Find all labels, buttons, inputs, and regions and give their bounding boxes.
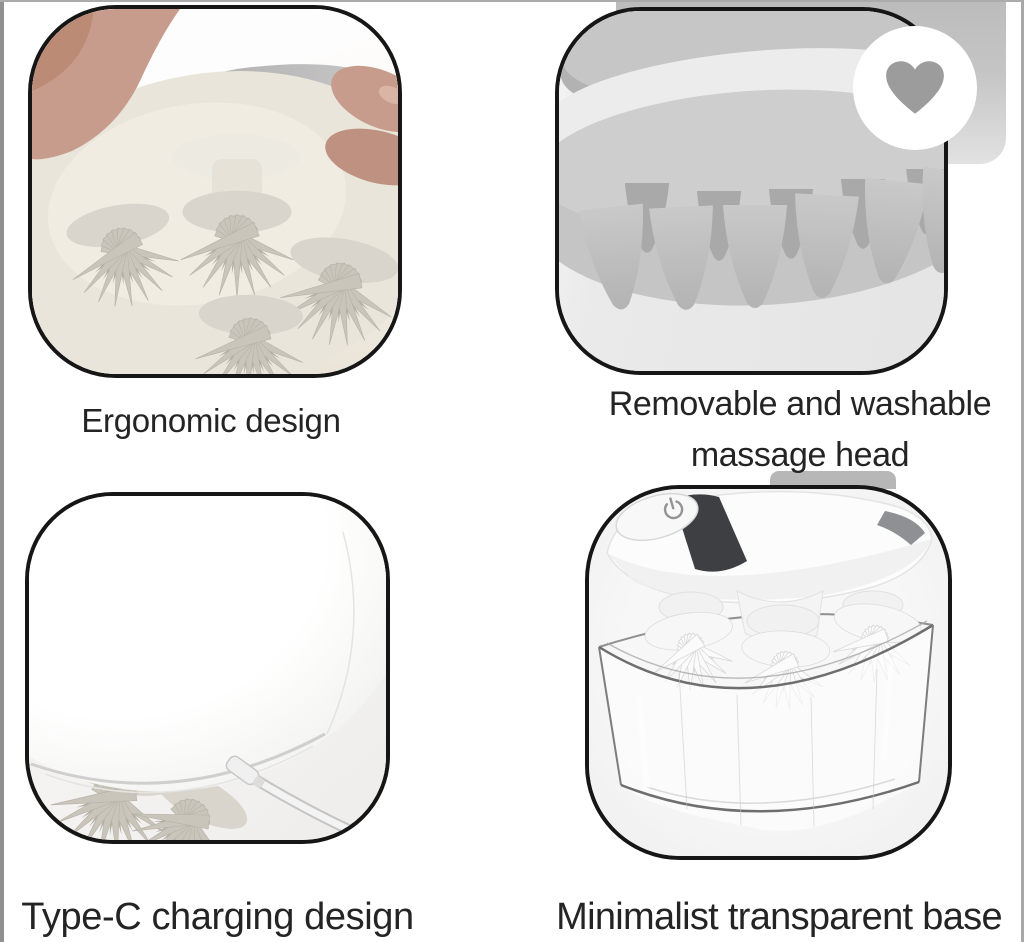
- type-c-plug: [225, 755, 265, 788]
- feature-caption-type-c: Type-C charging design: [21, 896, 414, 938]
- caption-line-1: Removable and washable: [608, 385, 992, 423]
- feature-caption-transparent-base: Minimalist transparent base: [556, 896, 1002, 938]
- feature-caption-ergonomic: Ergonomic design: [81, 402, 341, 439]
- seam-line: [30, 732, 326, 785]
- feature-card-removable-head: [555, 7, 948, 375]
- feature-caption-removable-head: Removable and washable massage head: [578, 379, 1022, 481]
- feature-card-ergonomic: [28, 5, 402, 378]
- fingers: [325, 65, 398, 186]
- heart-icon: [886, 61, 944, 114]
- page-edge-line-left: [0, 0, 4, 942]
- wishlist-button[interactable]: [853, 26, 977, 150]
- removable-head-photo-illustration: [559, 11, 944, 371]
- ergonomic-photo-illustration: [32, 9, 398, 374]
- page-edge-line-top: [0, 0, 1024, 2]
- transparent-base-photo-illustration: [589, 489, 948, 856]
- massager-dome: [29, 496, 386, 792]
- feature-card-type-c: [25, 492, 390, 844]
- type-c-photo-illustration: [29, 496, 386, 840]
- power-button: [615, 492, 699, 542]
- power-icon: [663, 497, 684, 520]
- glass-bowl: [598, 620, 934, 831]
- feature-card-transparent-base: [585, 485, 952, 860]
- grip-accent: [877, 511, 925, 545]
- massager-on-base: [606, 490, 933, 713]
- bristle-cones-front: [579, 166, 944, 310]
- photo-bleed-bottom-right: [770, 471, 896, 489]
- caption-line-2: massage head: [690, 436, 910, 474]
- page-edge-line-right: [1021, 0, 1024, 942]
